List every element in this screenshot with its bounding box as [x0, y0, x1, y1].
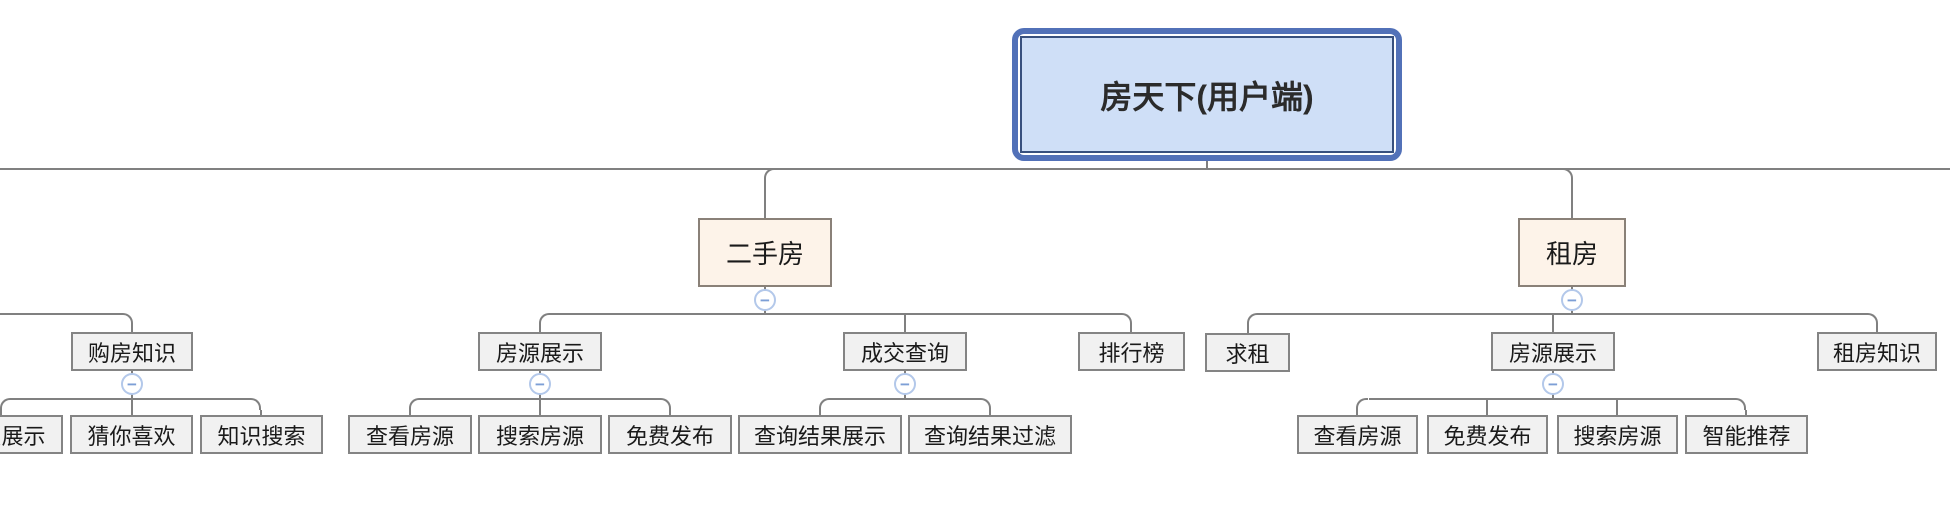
node-query-result-filter[interactable]: 查询结果过滤 — [908, 415, 1072, 454]
connector-line — [1745, 410, 1747, 415]
node-purchase-knowledge[interactable]: 购房知识 — [71, 332, 193, 371]
connector-elbow — [539, 313, 551, 325]
collapse-icon-second-hand[interactable]: − — [754, 289, 776, 311]
node-search-listings-right[interactable]: 搜索房源 — [1557, 415, 1678, 454]
connector-elbow — [249, 398, 261, 410]
connector-line — [1486, 400, 1488, 415]
connector-line — [0, 168, 1950, 170]
node-guess-you-like[interactable]: 猜你喜欢 — [70, 415, 193, 454]
node-rent[interactable]: 租房 — [1518, 218, 1626, 287]
connector-elbow — [1734, 398, 1746, 410]
node-listing-display-left[interactable]: 房源展示 — [478, 332, 602, 371]
connector-line — [1571, 180, 1573, 218]
connector-line — [1206, 161, 1208, 169]
connector-line — [1130, 325, 1132, 332]
connector-line — [764, 180, 766, 218]
node-listing-display-right[interactable]: 房源展示 — [1491, 332, 1615, 371]
connector-line — [131, 325, 133, 332]
node-search-listings-left[interactable]: 搜索房源 — [478, 415, 602, 454]
connector-line — [260, 410, 262, 415]
node-view-listings-right[interactable]: 查看房源 — [1297, 415, 1418, 454]
connector-line — [409, 410, 411, 415]
connector-elbow — [659, 398, 671, 410]
node-view-listings-left[interactable]: 查看房源 — [348, 415, 472, 454]
node-deal-query[interactable]: 成交查询 — [843, 332, 967, 371]
collapse-icon-purchase-knowledge[interactable]: − — [121, 373, 143, 395]
collapse-icon-rent[interactable]: − — [1561, 289, 1583, 311]
minus-icon: − — [1548, 374, 1558, 394]
connector-line — [551, 313, 1122, 315]
connector-line — [669, 410, 671, 415]
node-rent-knowledge[interactable]: 租房知识 — [1817, 332, 1937, 371]
minus-icon: − — [760, 290, 770, 310]
minus-icon: − — [900, 374, 910, 394]
connector-elbow — [0, 398, 12, 410]
connector-line — [831, 398, 979, 400]
connector-elbow — [819, 398, 831, 410]
connector-line — [421, 398, 659, 400]
node-ranking[interactable]: 排行榜 — [1078, 332, 1185, 371]
connector-line — [1247, 325, 1249, 333]
connector-line — [819, 410, 821, 415]
connector-elbow — [1356, 398, 1368, 410]
minus-icon: − — [535, 374, 545, 394]
connector-line — [0, 410, 2, 415]
connector-line — [904, 315, 906, 332]
node-knowledge-search[interactable]: 知识搜索 — [200, 415, 323, 454]
connector-elbow — [1866, 313, 1878, 325]
node-free-publish-right[interactable]: 免费发布 — [1427, 415, 1548, 454]
node-root[interactable]: 房天下(用户端) — [1012, 28, 1402, 161]
collapse-icon-deal-query[interactable]: − — [894, 373, 916, 395]
connector-elbow — [409, 398, 421, 410]
node-smart-recommend[interactable]: 智能推荐 — [1685, 415, 1808, 454]
node-free-publish-left[interactable]: 免费发布 — [608, 415, 732, 454]
connector-elbow — [1561, 168, 1573, 180]
connector-elbow — [764, 168, 776, 180]
connector-line — [989, 410, 991, 415]
connector-line — [0, 313, 122, 315]
connector-elbow — [1120, 313, 1132, 325]
connector-elbow — [121, 313, 133, 325]
minus-icon: − — [127, 374, 137, 394]
connector-line — [12, 398, 250, 400]
connector-line — [1369, 398, 1734, 400]
connector-elbow — [979, 398, 991, 410]
connector-line — [1616, 400, 1618, 415]
node-query-result-display[interactable]: 查询结果展示 — [738, 415, 902, 454]
root-node-label: 房天下(用户端) — [1020, 36, 1394, 153]
connector-line — [1356, 410, 1358, 415]
collapse-icon-listing-display-left[interactable]: − — [529, 373, 551, 395]
connector-line — [1552, 315, 1554, 332]
node-second-hand[interactable]: 二手房 — [698, 218, 832, 287]
connector-line — [1259, 313, 1866, 315]
node-seek-rent[interactable]: 求租 — [1205, 333, 1290, 372]
minus-icon: − — [1567, 290, 1577, 310]
collapse-icon-listing-display-right[interactable]: − — [1542, 373, 1564, 395]
connector-elbow — [1247, 313, 1259, 325]
connector-line — [539, 325, 541, 332]
connector-line — [1876, 325, 1878, 332]
